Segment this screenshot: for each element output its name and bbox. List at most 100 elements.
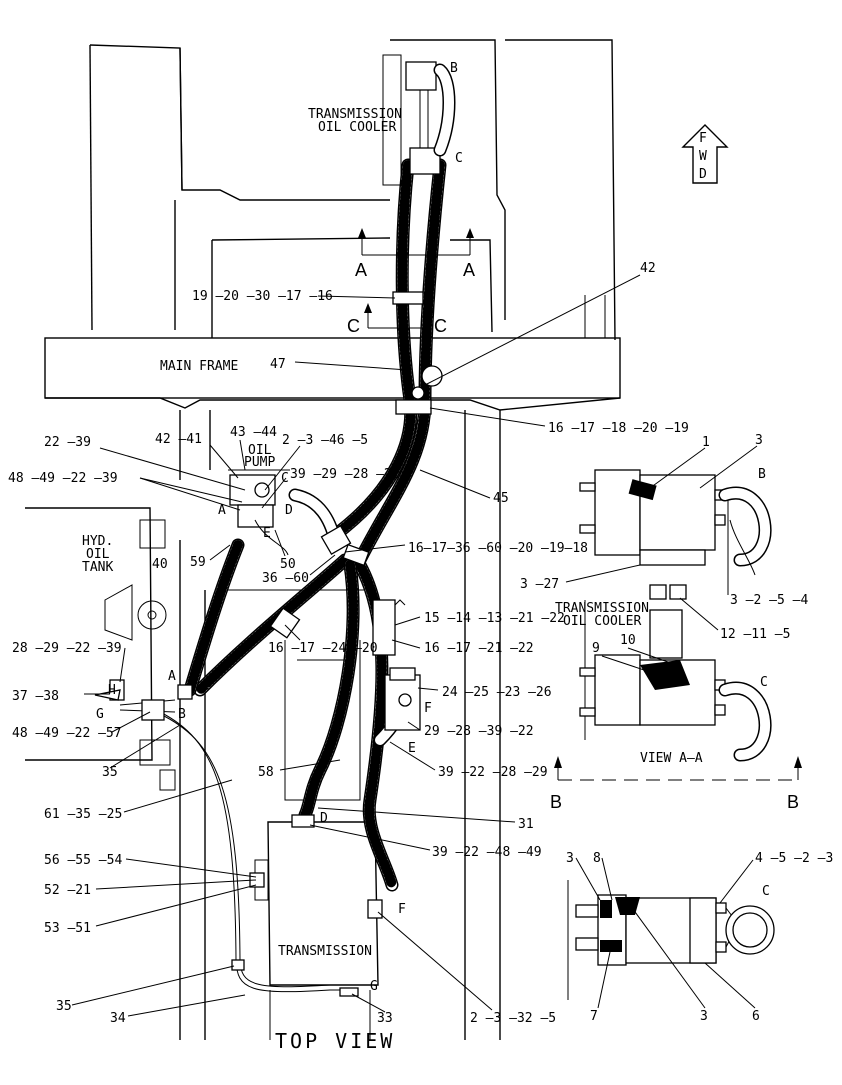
hose-letter: F — [398, 902, 406, 917]
callout: 29 –28 –39 –22 — [424, 724, 534, 739]
callout: 34 — [110, 1011, 126, 1026]
control-valve — [372, 599, 421, 731]
callouts: 19 –20 –30 –17 –16 42 47 16 –17 –18 –20 … — [8, 261, 689, 1026]
callout: 3 — [700, 1009, 708, 1024]
hose-letter: D — [285, 503, 293, 518]
hyd-oil-tank — [25, 507, 176, 791]
callout: 39 –22 –48 –49 — [432, 845, 542, 860]
callout: 31 — [518, 817, 534, 832]
callout: B — [758, 467, 766, 482]
section-mark-cc: C C — [347, 303, 447, 336]
clamps — [269, 291, 443, 639]
oil-pump-label-line1: OIL — [248, 443, 272, 458]
hose-letter: C — [455, 151, 463, 166]
main-frame-label: MAIN FRAME — [160, 359, 238, 374]
section-b-right: B — [787, 792, 799, 812]
callout: 53 –51 — [44, 921, 91, 936]
section-mark-bb: B B — [550, 756, 802, 812]
callout: 42 — [640, 261, 656, 276]
callout: 10 — [620, 633, 636, 648]
callout: 58 — [258, 765, 274, 780]
callout: 3 –2 –5 –4 — [730, 593, 808, 608]
callout: C — [762, 884, 770, 899]
transmission-label: TRANSMISSION — [278, 944, 372, 959]
callout: 16 –17 –24 –20 — [268, 641, 378, 656]
fwd-letter-f: F — [699, 131, 707, 146]
callout: 36 –60 — [262, 571, 309, 586]
callout: 61 –35 –25 — [44, 807, 122, 822]
callout: 28 –29 –22 –39 — [12, 641, 122, 656]
hose-letter: A — [218, 503, 226, 518]
callout: 16–17–36 –60 –20 –19–18 — [408, 541, 588, 556]
section-c-left: C — [347, 316, 360, 336]
callout: 33 — [377, 1011, 393, 1026]
callout: C — [760, 675, 768, 690]
hose-letter: G — [96, 707, 104, 722]
callout: 9 — [592, 641, 600, 656]
callout: 15 –14 –13 –21 –22 — [424, 611, 565, 626]
hose-letter: B — [450, 61, 458, 76]
fwd-letter-w: W — [699, 149, 707, 164]
fwd-arrow: F W D — [681, 124, 729, 184]
cooler-label-line1: TRANSMISSION — [308, 107, 402, 122]
callout: 3 –27 — [520, 577, 559, 592]
callout: 4 –5 –2 –3 — [755, 851, 833, 866]
callout: 35 — [102, 765, 118, 780]
callout: 7 — [590, 1009, 598, 1024]
hose-letter: H — [108, 683, 116, 698]
oil-pump-label-line2: PUMP — [244, 455, 275, 470]
section-b-left: B — [550, 792, 562, 812]
callout: 43 –44 — [230, 425, 277, 440]
callout: 1 — [702, 435, 710, 450]
callout: 37 –38 — [12, 689, 59, 704]
transmission-body — [254, 821, 379, 1040]
callout: 48 –49 –22 –57 — [12, 726, 122, 741]
callout: 39 –29 –28 –22 — [290, 467, 400, 482]
fwd-letter-d: D — [699, 167, 707, 182]
callout: 8 — [593, 851, 601, 866]
callout: 16 –17 –21 –22 — [424, 641, 534, 656]
callout: 24 –25 –23 –26 — [442, 685, 552, 700]
hose-letter: B — [178, 707, 186, 722]
callout: 22 –39 — [44, 435, 91, 450]
section-mark-aa: A A — [355, 228, 475, 280]
callout: 6 — [752, 1009, 760, 1024]
callout: 48 –49 –22 –39 — [8, 471, 118, 486]
callout: 47 — [270, 357, 286, 372]
cooler-label-line2: OIL COOLER — [318, 120, 396, 135]
callout: 45 — [493, 491, 509, 506]
hose-letter: G — [370, 979, 378, 994]
callout: 2 –3 –46 –5 — [282, 433, 368, 448]
tank-label-line2: OIL — [86, 547, 110, 562]
tank-label-line1: HYD. — [82, 534, 113, 549]
hose-letter: A — [168, 669, 176, 684]
callout: 35 — [56, 999, 72, 1014]
hose-letter: E — [408, 741, 416, 756]
view-detail: 3 8 4 –5 –2 –3 C 7 3 6 — [566, 851, 833, 1024]
section-c-right: C — [434, 316, 447, 336]
oil-pump — [228, 469, 290, 556]
callout: 56 –55 –54 — [44, 853, 122, 868]
hose-letter: C — [281, 471, 289, 486]
callout: 16 –17 –18 –20 –19 — [548, 421, 689, 436]
transmission-fittings — [231, 814, 383, 997]
callout: 19 –20 –30 –17 –16 — [192, 289, 333, 304]
hose-letter: E — [263, 526, 271, 541]
callout: 50 — [280, 557, 296, 572]
section-a-right: A — [463, 260, 475, 280]
view-aa: VIEW A–A TRANSMISSION OIL COOLER 1 3 B 3… — [520, 433, 808, 766]
hose-letter: D — [320, 811, 328, 826]
cooler-top-fittings — [382, 54, 456, 186]
callout: 39 –22 –28 –29 — [438, 765, 548, 780]
view-aa-title: VIEW A–A — [640, 751, 703, 766]
callout: 12 –11 –5 — [720, 627, 790, 642]
section-a-left: A — [355, 260, 367, 280]
callout: 52 –21 — [44, 883, 91, 898]
machine-frame — [44, 39, 621, 1040]
callout: 2 –3 –32 –5 — [470, 1011, 556, 1026]
tank-fittings — [94, 679, 193, 721]
callout: 3 — [566, 851, 574, 866]
callout: 59 — [190, 555, 206, 570]
callout: 42 –41 — [155, 432, 202, 447]
